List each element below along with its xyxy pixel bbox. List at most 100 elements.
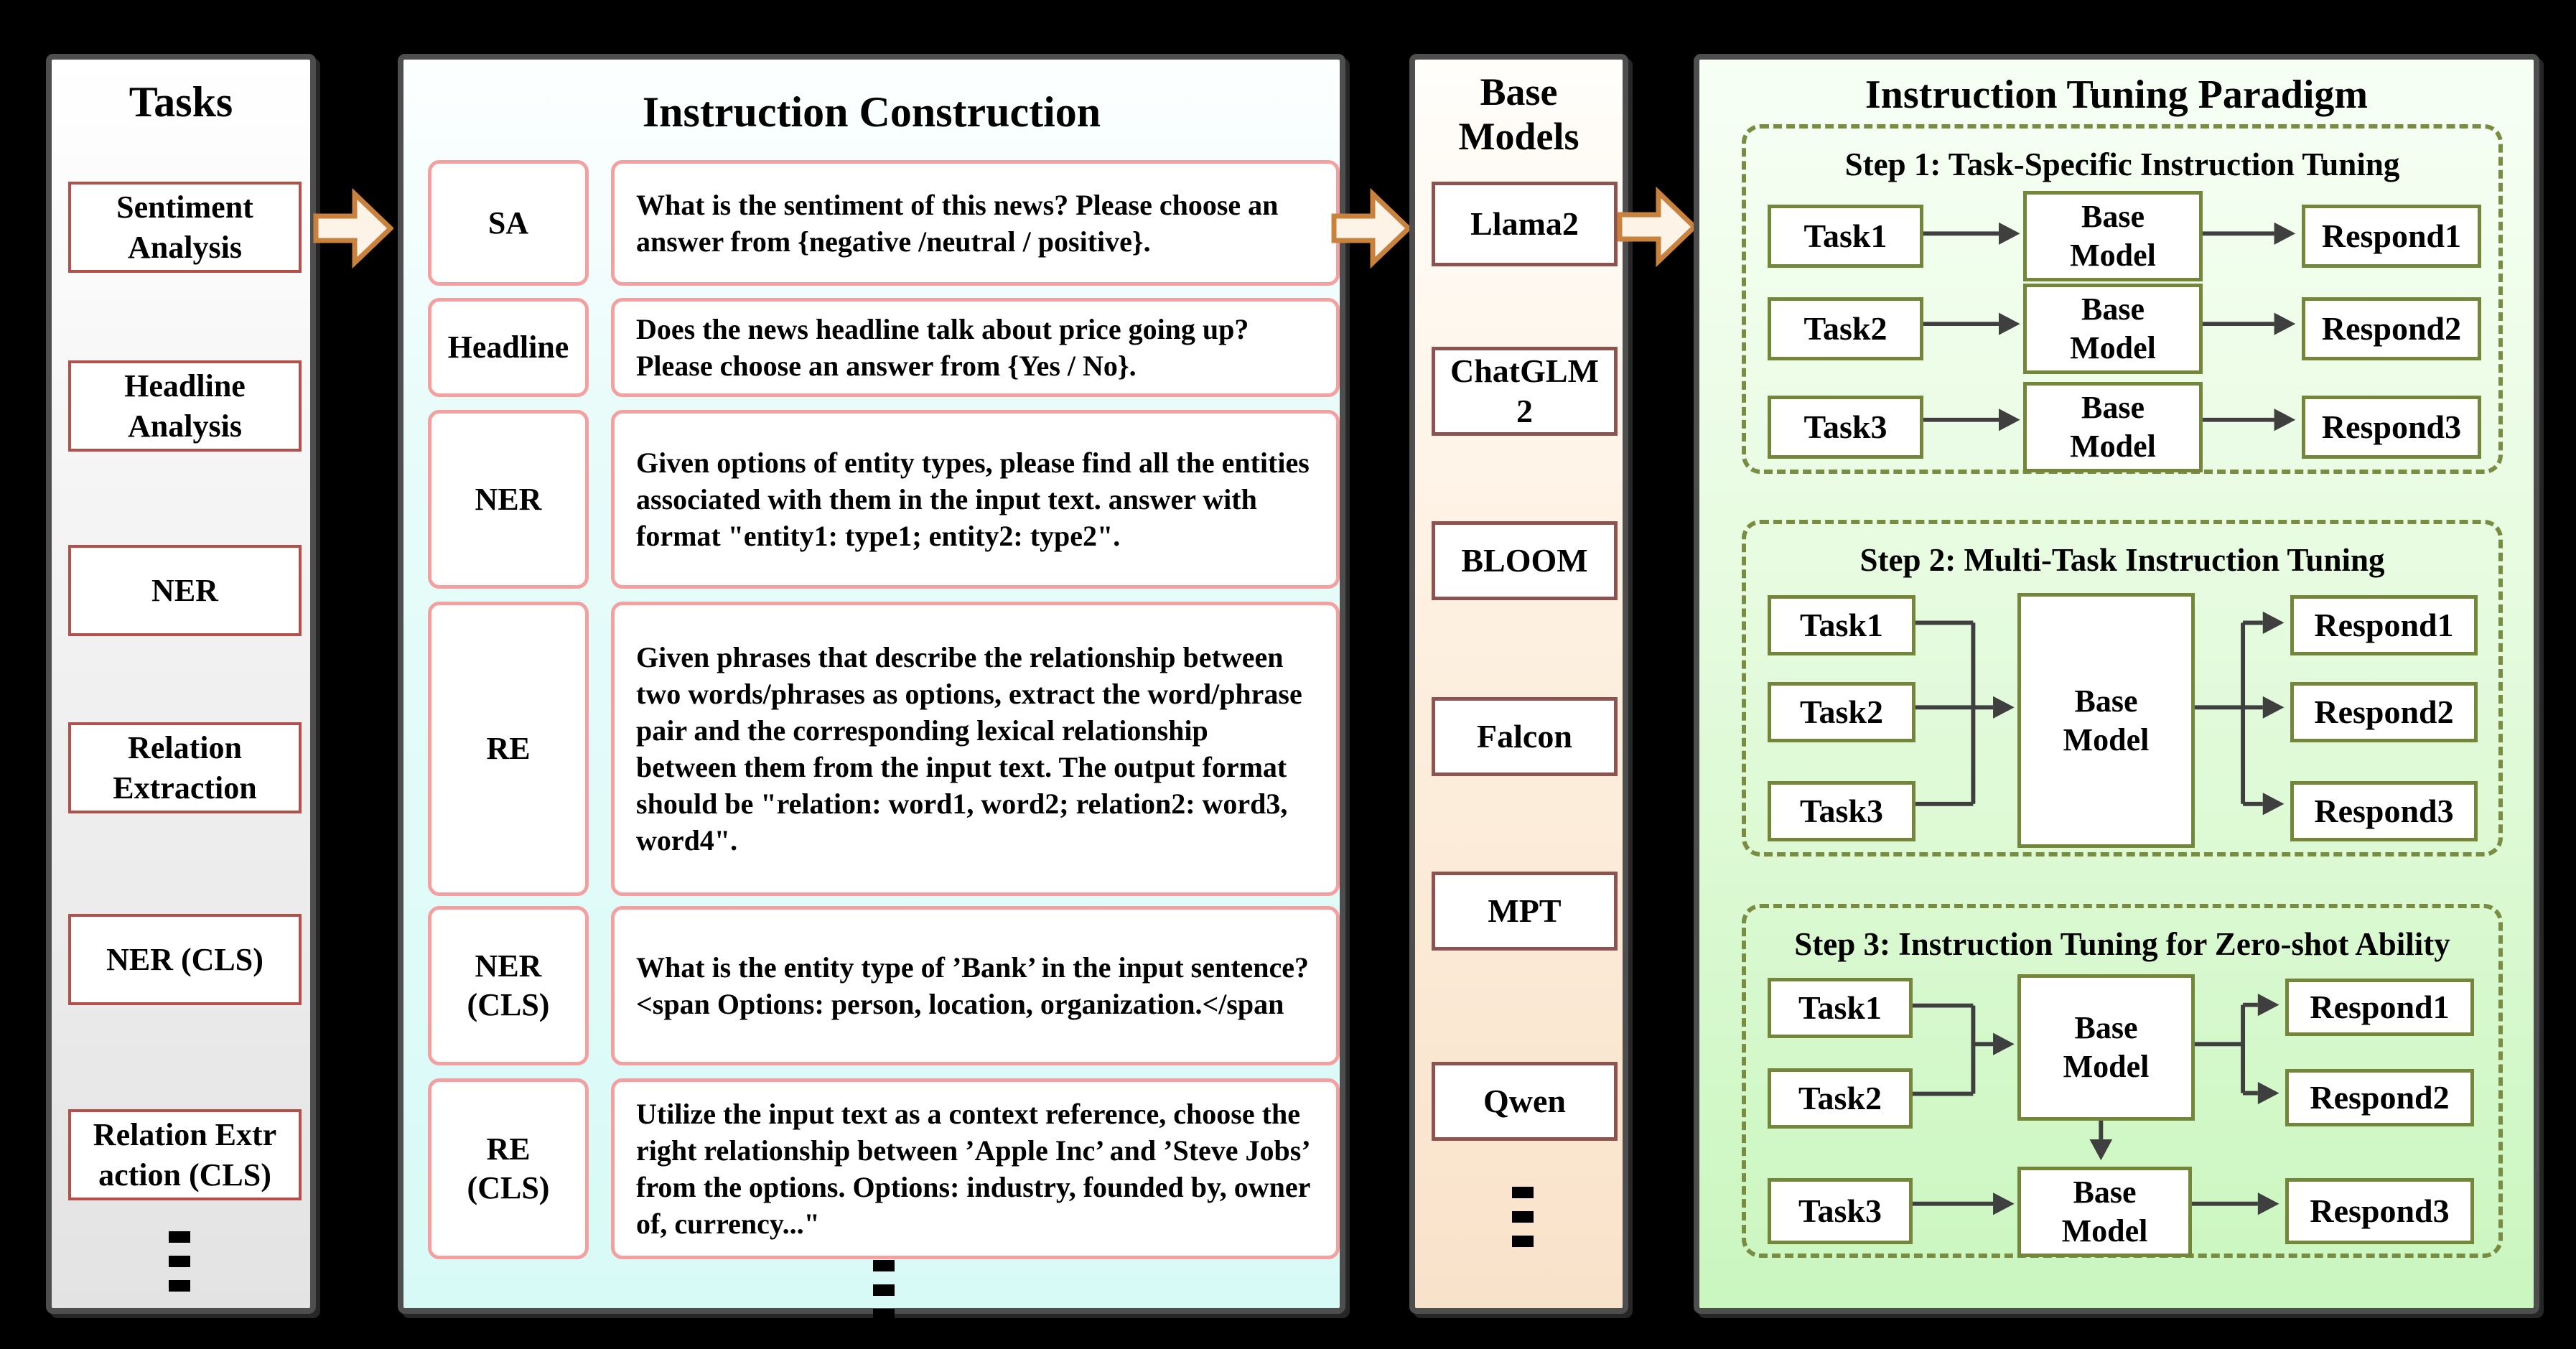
respond-label: Respond3 [2310,1192,2450,1229]
respond-label: Respond1 [2321,218,2462,254]
model-label: Qwen [1483,1083,1566,1119]
model-label: Base Model [2070,390,2156,464]
vertical-ellipsis-icon [873,1260,895,1320]
instruction-tuning-paradigm-panel: Instruction Tuning Paradigm Step 1: Task… [1694,54,2539,1314]
step3-box: Step 3: Instruction Tuning for Zero-shot… [1742,904,2503,1258]
task-label: Sentiment Analysis [116,189,253,265]
step3-respond3-box: Respond3 [2285,1178,2474,1244]
step1-wires [1921,222,2296,431]
instruction-label: NER [475,481,542,517]
flow-arrow-icon [1331,188,1411,269]
instruction-label-box: NER [428,410,589,589]
step3-task3-box: Task3 [1768,1178,1913,1244]
task-label: Task3 [1798,1192,1882,1229]
instruction-text: Does the news headline talk about price … [636,313,1249,382]
base-models-panel: Base Models Llama2 ChatGLM 2 BLOOM Falco… [1409,54,1628,1314]
step1-base-model-box: Base Model [2023,284,2203,374]
respond-label: Respond2 [2314,694,2454,730]
task-label: Task2 [1803,310,1887,347]
instruction-text: What is the sentiment of this news? Plea… [636,188,1279,258]
instruction-construction-title: Instruction Construction [642,88,1101,136]
task-box-ner-cls: NER (CLS) [68,914,302,1005]
respond-label: Respond2 [2310,1079,2450,1116]
step2-respond2-box: Respond2 [2290,682,2478,742]
step1-task2-box: Task2 [1768,297,1923,360]
task-label: Headline Analysis [124,368,246,444]
tasks-title: Tasks [129,78,233,126]
step2-respond3-box: Respond3 [2290,781,2478,841]
task-label: Relation Extraction [113,729,257,806]
step1-base-model-box: Base Model [2023,191,2203,281]
step1-respond3-box: Respond3 [2302,396,2481,459]
model-label: Base Model [2070,199,2156,273]
instruction-text: Utilize the input text as a context refe… [636,1098,1310,1240]
respond-label: Respond1 [2310,989,2450,1025]
tasks-panel: Tasks Sentiment Analysis Headline Analys… [46,54,316,1314]
model-box-llama2: Llama2 [1432,182,1618,266]
instruction-label-box: NER (CLS) [428,906,589,1065]
step2-respond1-box: Respond1 [2290,595,2478,655]
step1-title: Step 1: Task-Specific Instruction Tuning [1844,146,2400,182]
instruction-text: What is the entity type of ’Bank’ in the… [636,951,1310,1020]
step2-task3-box: Task3 [1768,781,1915,841]
instruction-label-box: RE [428,602,589,896]
respond-label: Respond1 [2314,607,2454,643]
paradigm-title: Instruction Tuning Paradigm [1865,73,2369,117]
instruction-label-box: Headline [428,298,589,397]
vertical-ellipsis-icon [169,1231,190,1292]
step3-task2-box: Task2 [1768,1068,1913,1129]
step1-task3-box: Task3 [1768,396,1923,459]
step1-base-model-box: Base Model [2023,382,2203,472]
instruction-row-sa: SA What is the sentiment of this news? P… [403,160,1340,286]
step3-respond2-box: Respond2 [2285,1069,2474,1126]
instruction-text-box: Utilize the input text as a context refe… [611,1078,1340,1259]
step3-base-model-top-box: Base Model [2017,974,2195,1121]
step3-title: Step 3: Instruction Tuning for Zero-shot… [1794,926,2450,962]
step3-base-model-bottom-box: Base Model [2017,1167,2192,1257]
task-box-relation-extraction-cls: Relation Extr action (CLS) [68,1109,302,1200]
task-box-sentiment-analysis: Sentiment Analysis [68,182,302,273]
model-label: MPT [1488,892,1562,929]
respond-label: Respond3 [2314,793,2454,829]
respond-label: Respond2 [2321,310,2462,347]
instruction-row-re: RE Given phrases that describe the relat… [403,602,1340,896]
step2-task1-box: Task1 [1768,595,1915,655]
model-label: Base Model [2063,1010,2150,1084]
task-label: NER [151,572,218,608]
step1-respond2-box: Respond2 [2302,297,2481,360]
model-label: Llama2 [1470,205,1579,242]
model-box-falcon: Falcon [1432,697,1618,776]
instruction-text-box: What is the entity type of ’Bank’ in the… [611,906,1340,1065]
task-label: Task3 [1800,793,1883,829]
model-label: Falcon [1477,718,1572,755]
step1-task1-box: Task1 [1768,205,1923,268]
instruction-row-re-cls: RE (CLS) Utilize the input text as a con… [403,1078,1340,1259]
task-label: Task2 [1800,694,1883,730]
instruction-text-box: Does the news headline talk about price … [611,298,1340,397]
instruction-text-box: Given options of entity types, please fi… [611,410,1340,589]
model-label: Base Model [2063,683,2150,757]
model-label: Base Model [2061,1175,2148,1248]
instruction-text: Given phrases that describe the relation… [636,641,1302,856]
instruction-text-box: What is the sentiment of this news? Plea… [611,160,1340,286]
model-box-mpt: MPT [1432,872,1618,951]
task-label: NER (CLS) [106,941,263,977]
model-box-bloom: BLOOM [1432,521,1618,600]
instruction-row-ner: NER Given options of entity types, pleas… [403,410,1340,589]
instruction-label: Headline [447,330,569,365]
instruction-construction-panel: Instruction Construction SA What is the … [398,54,1345,1320]
task-box-relation-extraction: Relation Extraction [68,722,302,813]
step2-wires [1913,611,2285,816]
step2-title: Step 2: Multi-Task Instruction Tuning [1859,542,2385,578]
flow-arrow-icon [1617,187,1697,267]
base-models-title: Base Models [1458,70,1579,158]
instruction-row-headline: Headline Does the news headline talk abo… [403,298,1340,397]
step3-respond1-box: Respond1 [2285,979,2474,1036]
instruction-label: SA [487,205,529,241]
instruction-row-ner-cls: NER (CLS) What is the entity type of ’Ba… [403,906,1340,1065]
task-label: Relation Extr action (CLS) [93,1116,277,1192]
step1-box: Step 1: Task-Specific Instruction Tuning… [1742,124,2503,474]
step2-box: Step 2: Multi-Task Instruction Tuning Ta… [1742,520,2503,856]
model-label: ChatGLM 2 [1450,353,1599,429]
